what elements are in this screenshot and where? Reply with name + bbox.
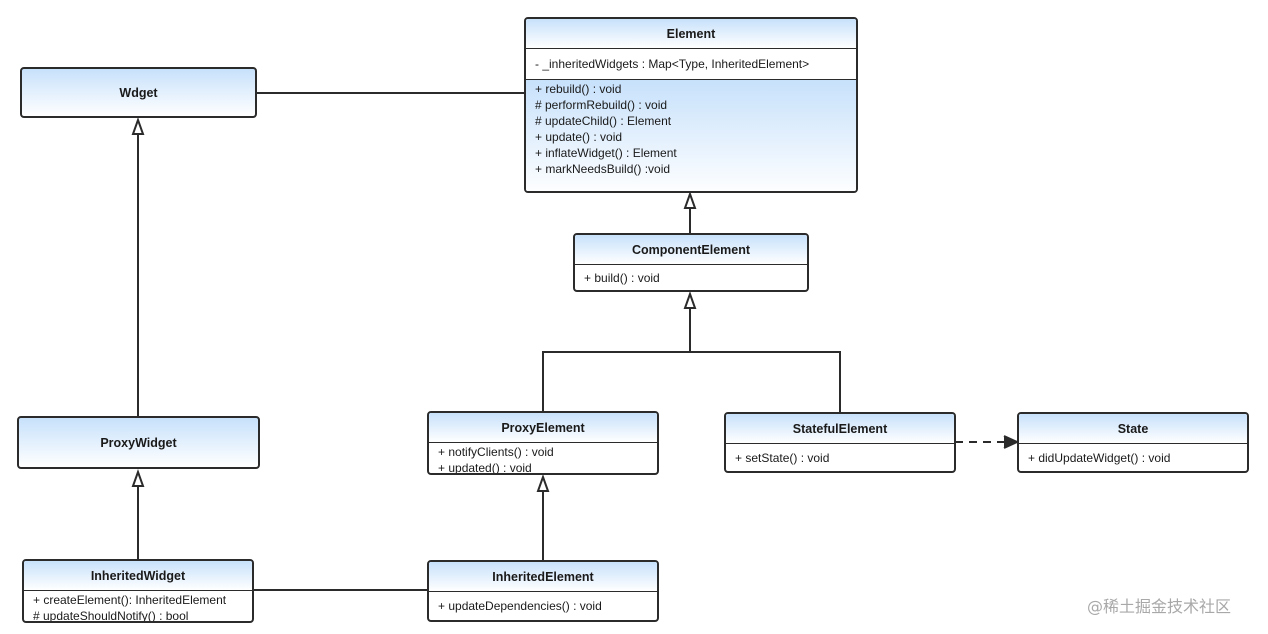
operation: + inflateWidget() : Element (535, 146, 677, 160)
class-state[interactable]: State + didUpdateWidget() : void (1017, 412, 1249, 473)
class-operations: + notifyClients() : void + updated() : v… (429, 443, 657, 475)
class-name: ProxyElement (429, 413, 657, 443)
class-statefulelement[interactable]: StatefulElement + setState() : void (724, 412, 956, 473)
operation: + rebuild() : void (535, 82, 622, 96)
class-widget[interactable]: Wdget (20, 67, 257, 118)
generalization-arrowhead (131, 117, 145, 135)
class-name: State (1019, 414, 1247, 444)
generalization-arrowhead (683, 191, 697, 209)
class-operations: + createElement(): InheritedElement # up… (24, 591, 252, 623)
class-operations: + setState() : void (726, 444, 954, 466)
class-proxyelement[interactable]: ProxyElement + notifyClients() : void + … (427, 411, 659, 475)
class-name: Wdget (119, 85, 158, 100)
class-operations: + didUpdateWidget() : void (1019, 444, 1247, 466)
class-name: ComponentElement (575, 235, 807, 265)
generalization-statefulelement-componentelement (690, 351, 841, 412)
operation: # updateShouldNotify() : bool (33, 609, 189, 623)
operation: + updateDependencies() : void (438, 599, 602, 613)
operation: # performRebuild() : void (535, 98, 668, 112)
class-name: InheritedWidget (24, 561, 252, 591)
watermark: @稀土掘金技术社区 (1087, 597, 1232, 616)
operation: + setState() : void (735, 451, 830, 465)
class-name: Element (526, 19, 856, 49)
generalization-arrowhead (536, 474, 550, 492)
class-attribute: - _inheritedWidgets : Map<Type, Inherite… (526, 49, 856, 80)
operation: + build() : void (584, 271, 660, 285)
operation: + updated() : void (438, 461, 532, 475)
class-element[interactable]: Element - _inheritedWidgets : Map<Type, … (524, 17, 858, 193)
generalization-arrowhead (131, 469, 145, 487)
class-proxywidget[interactable]: ProxyWidget (17, 416, 260, 469)
operation: # updateChild() : Element (535, 114, 672, 128)
class-operations: + rebuild() : void # performRebuild() : … (526, 80, 856, 191)
generalization-proxyelement-componentelement (542, 351, 690, 412)
operation: + createElement(): InheritedElement (33, 593, 227, 607)
operation: + markNeedsBuild() :void (535, 162, 671, 176)
class-operations: + updateDependencies() : void (429, 592, 657, 614)
class-name: StatefulElement (726, 414, 954, 444)
class-inheritedelement[interactable]: InheritedElement + updateDependencies() … (427, 560, 659, 622)
generalization-arrowhead (683, 291, 697, 309)
class-name: InheritedElement (429, 562, 657, 592)
class-name: ProxyWidget (100, 435, 177, 450)
dependency-arrowhead (1003, 435, 1020, 449)
class-inheritedwidget[interactable]: InheritedWidget + createElement(): Inher… (22, 559, 254, 623)
class-operations: + build() : void (575, 265, 807, 286)
operation: + notifyClients() : void (438, 445, 554, 459)
operation: + update() : void (535, 130, 623, 144)
class-componentelement[interactable]: ComponentElement + build() : void (573, 233, 809, 292)
operation: + didUpdateWidget() : void (1028, 451, 1171, 465)
